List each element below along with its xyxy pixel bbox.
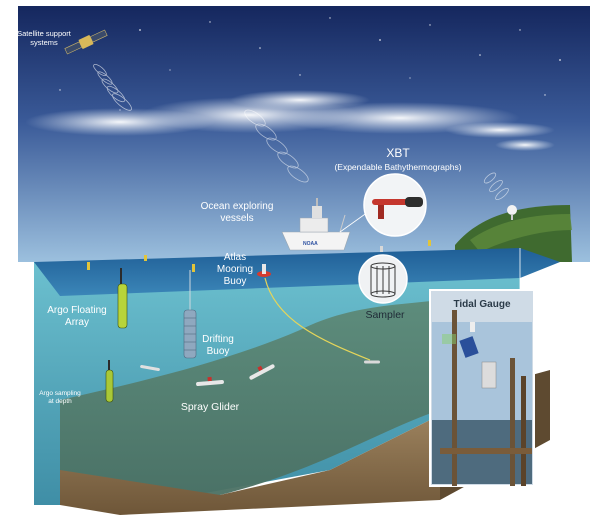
sampler-icon xyxy=(370,262,396,298)
label-argo-depth-line1: Argo sampling xyxy=(39,390,81,397)
label-vessels: Ocean exploring vessels xyxy=(201,201,274,224)
surface-buoys xyxy=(87,240,431,272)
label-sampler: Sampler xyxy=(365,309,405,321)
label-drifting-line1: Drifting xyxy=(202,334,234,345)
argo-float-icon xyxy=(117,268,128,329)
label-vessels-line1: Ocean exploring xyxy=(201,201,274,212)
research-vessel: NOAA xyxy=(281,198,351,251)
drifting-buoy-icon xyxy=(183,270,197,359)
label-argo-depth: Argo sampling at depth xyxy=(39,390,81,405)
sky xyxy=(18,6,590,262)
label-xbt-subtitle: (Expendable Bathythermographs) xyxy=(334,162,461,172)
tidal-gauge-panel: Tidal Gauge xyxy=(429,248,535,487)
label-drifting-line2: Buoy xyxy=(207,346,230,357)
label-xbt: XBT (Expendable Bathythermographs) xyxy=(334,146,461,172)
clouds xyxy=(25,90,555,151)
label-satellite-line1: Satellite support xyxy=(17,29,72,38)
radar-dish-icon xyxy=(507,205,517,220)
label-vessels-line2: vessels xyxy=(220,213,253,224)
label-argo-line2: Array xyxy=(65,317,89,328)
label-atlas: Atlas Mooring Buoy xyxy=(217,252,253,287)
label-drifting: Drifting Buoy xyxy=(202,334,234,357)
xbt-probe-icon xyxy=(372,197,423,219)
dish-signal xyxy=(483,172,509,201)
label-spray-glider: Spray Glider xyxy=(181,401,240,413)
label-argo-line1: Argo Floating xyxy=(47,305,106,316)
argo-depth-float-icon xyxy=(105,360,114,403)
label-xbt-title: XBT xyxy=(386,146,410,160)
atlas-buoy-icon xyxy=(257,264,271,277)
soil-front xyxy=(60,420,440,515)
spray-glider-icon xyxy=(140,360,380,387)
label-atlas-line1: Atlas xyxy=(224,252,246,263)
ship-name: NOAA xyxy=(303,241,318,247)
sea-surface xyxy=(34,248,560,296)
sampler-inset xyxy=(358,254,408,304)
satellite-icon xyxy=(64,29,108,55)
seafloor xyxy=(60,300,440,505)
label-argo-depth-line2: at depth xyxy=(48,398,72,405)
label-satellite: Satellite support systems xyxy=(17,29,72,47)
label-atlas-line2: Mooring xyxy=(217,264,253,275)
xbt-inset xyxy=(339,173,427,237)
atlas-mooring-line xyxy=(264,277,371,361)
label-satellite-line2: systems xyxy=(30,38,58,47)
vessel-signal xyxy=(244,109,309,183)
satellite-signal xyxy=(93,63,132,111)
label-atlas-line3: Buoy xyxy=(224,276,247,287)
tidal-gauge-title: Tidal Gauge xyxy=(453,299,510,310)
label-argo-array: Argo Floating Array xyxy=(47,305,106,328)
